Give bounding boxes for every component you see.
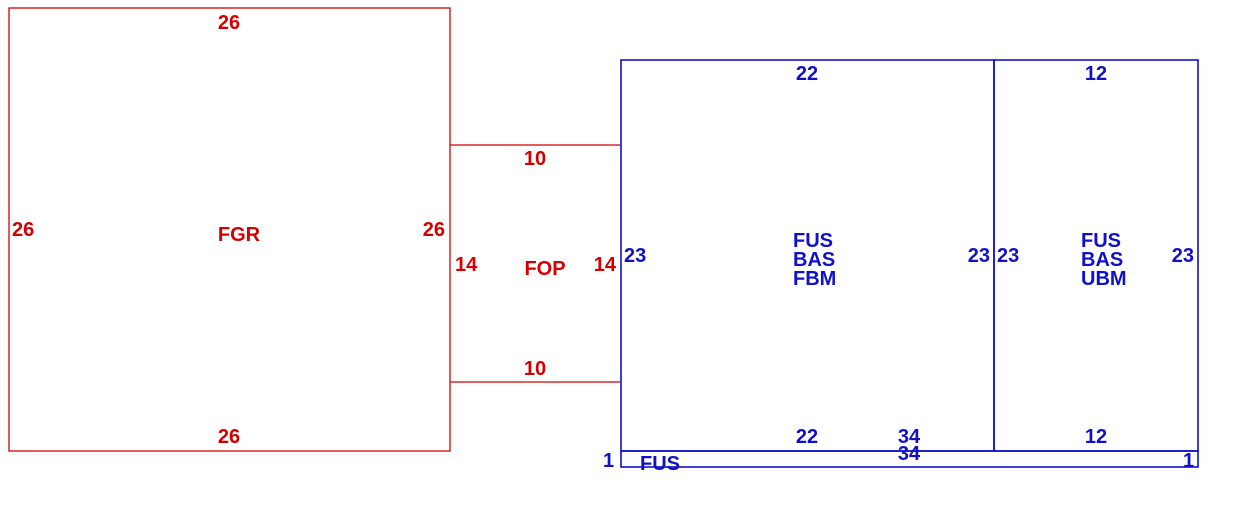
fbm-left-dimension: 23	[624, 245, 646, 267]
ubm-top-dimension: 12	[1085, 63, 1107, 85]
fus-strip-bottom-dimension: 34	[898, 443, 921, 465]
fus-strip-right-dimension: 1	[1183, 450, 1194, 472]
ubm-area-line-3: UBM	[1081, 268, 1127, 290]
fgr-top-dimension: 26	[218, 12, 240, 34]
fop-area-name: FOP	[524, 258, 565, 280]
fgr-area-name: FGR	[218, 224, 261, 246]
fbm-bottom-dimension: 22	[796, 426, 818, 448]
fbm-area-line-3: FBM	[793, 268, 836, 290]
fus-strip-top-dimension: 34	[898, 426, 921, 448]
fbm-right-dimension: 23	[968, 245, 990, 267]
fop-bottom-dimension: 10	[524, 358, 546, 380]
fbm-area-line-1: FUS	[793, 230, 833, 252]
fbm-area-line-2: BAS	[793, 249, 835, 271]
fop-top-dimension: 10	[524, 148, 546, 170]
fgr-right-dimension: 26	[423, 219, 445, 241]
ubm-bottom-dimension: 12	[1085, 426, 1107, 448]
fgr-bottom-dimension: 26	[218, 426, 240, 448]
ubm-left-dimension: 23	[997, 245, 1019, 267]
fgr-left-dimension: 26	[12, 219, 34, 241]
ubm-right-dimension: 23	[1172, 245, 1194, 267]
fop-right-dimension: 14	[594, 254, 617, 276]
fus-strip-left-dimension: 1	[603, 450, 614, 472]
fgr-outline	[8, 7, 451, 452]
ubm-area-line-2: BAS	[1081, 249, 1123, 271]
fop-left-dimension: 14	[455, 254, 478, 276]
fbm-top-dimension: 22	[796, 63, 818, 85]
fus-strip-area-name: FUS	[640, 453, 680, 475]
fus-strip-outline	[620, 450, 1199, 468]
ubm-area-line-1: FUS	[1081, 230, 1121, 252]
